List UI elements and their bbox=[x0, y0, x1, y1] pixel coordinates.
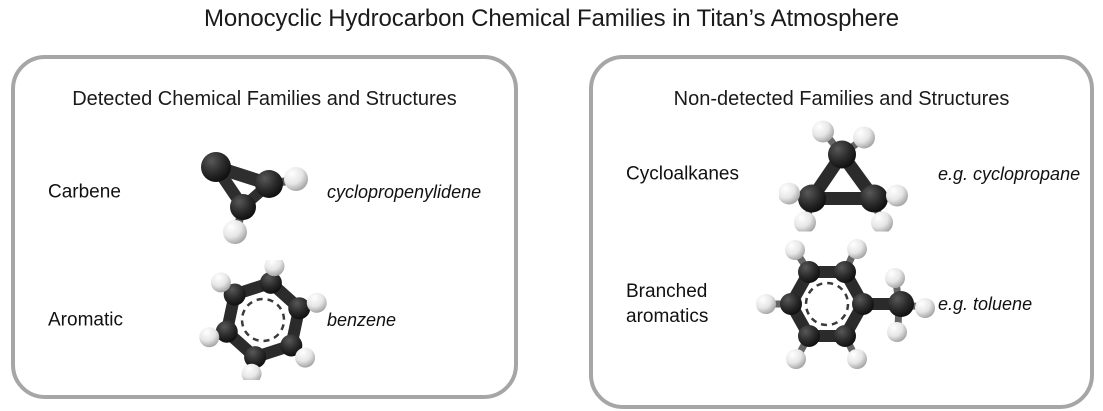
panel-detected-families: Detected Chemical Families and Structure… bbox=[11, 55, 518, 399]
cyclopropenylidene-molecule-icon bbox=[191, 137, 321, 247]
family-label-line2: aromatics bbox=[626, 306, 709, 327]
cyclopropane-molecule-icon bbox=[779, 117, 914, 232]
row-cycloalkanes: Cycloalkanes bbox=[593, 114, 1090, 234]
toluene-molecule-icon bbox=[753, 239, 943, 369]
family-label-branched-aromatics: Branched aromatics bbox=[626, 279, 786, 329]
panel-nondetected-families: Non-detected Families and Structures Cyc… bbox=[589, 55, 1094, 409]
row-carbene: Carbene bbox=[15, 132, 514, 252]
page-title: Monocyclic Hydrocarbon Chemical Families… bbox=[204, 5, 899, 32]
family-label-line1: Branched bbox=[626, 281, 708, 302]
example-label-toluene: e.g. toluene bbox=[938, 294, 1033, 314]
row-branched-aromatics: Branched aromatics bbox=[593, 239, 1090, 369]
panel-nondetected-header: Non-detected Families and Structures bbox=[673, 88, 1010, 110]
family-label-cycloalkanes: Cycloalkanes bbox=[626, 163, 739, 185]
row-aromatic: Aromatic bbox=[15, 260, 514, 380]
benzene-molecule-icon bbox=[193, 260, 333, 380]
example-label-benzene: benzene bbox=[327, 310, 397, 330]
family-label-carbene: Carbene bbox=[48, 181, 121, 203]
panel-detected-header: Detected Chemical Families and Structure… bbox=[72, 88, 457, 110]
family-label-aromatic: Aromatic bbox=[48, 309, 123, 331]
example-label-cyclopropane: e.g. cyclopropane bbox=[938, 164, 1081, 184]
example-label-cyclopropenylidene: cyclopropenylidene bbox=[327, 182, 482, 202]
